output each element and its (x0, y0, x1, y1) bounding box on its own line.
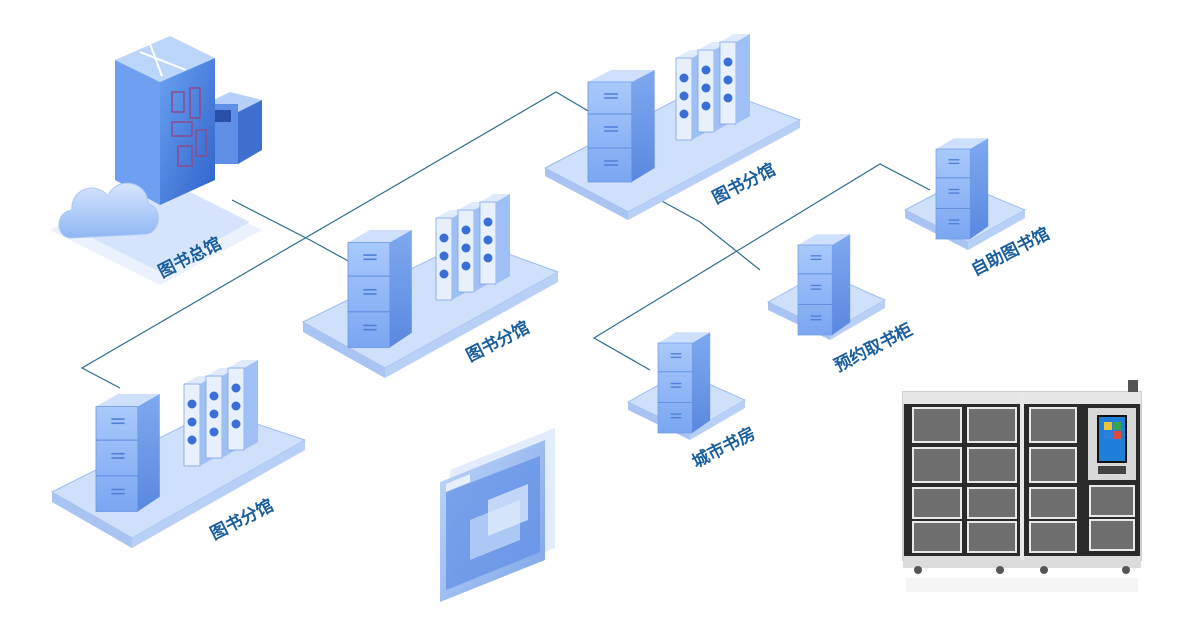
branch-middle-node[interactable]: 图书分馆 (301, 193, 560, 378)
central-library-node[interactable]: 图书总馆 (50, 36, 262, 285)
branch-top-node[interactable]: 图书分馆 (543, 33, 802, 220)
book-locker-cabinet-icon (902, 380, 1142, 592)
connection-lines (80, 91, 931, 389)
link-branch-top-to-reservation (659, 199, 761, 271)
reservation-locker-node[interactable]: 预约取书柜 (766, 233, 916, 376)
branch-bottom-label: 图书分馆 (207, 495, 277, 545)
display-panel-icon (440, 428, 555, 602)
link-city-to-self-service (592, 163, 931, 371)
server-icon (797, 233, 851, 336)
link-branch-bottom-to-branch-top (80, 91, 601, 389)
link-central-to-branch-middle (231, 199, 351, 263)
branch-bottom-node[interactable]: 图书分馆 (50, 359, 307, 548)
data-center-icon (58, 36, 262, 239)
self-service-library-node[interactable]: 自助图书馆 (903, 137, 1053, 280)
city-bookhouse-node[interactable]: 城市书房 (626, 331, 759, 472)
server-icon (935, 137, 989, 240)
server-icon (657, 331, 711, 434)
